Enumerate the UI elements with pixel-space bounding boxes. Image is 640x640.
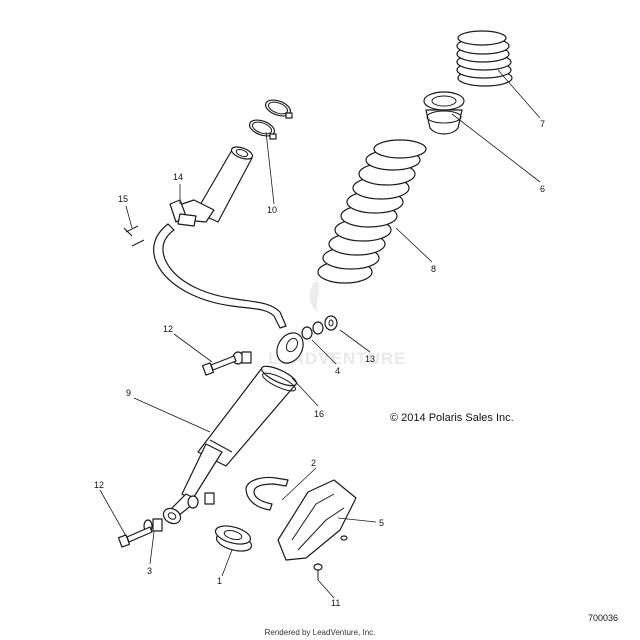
callout-14: 14 — [173, 172, 183, 182]
callout-10: 10 — [267, 205, 277, 215]
callout-13: 13 — [365, 354, 375, 364]
shock-guard — [277, 479, 357, 561]
callout-6: 6 — [540, 184, 545, 194]
hose-clamps — [248, 99, 293, 140]
watermark-flame-icon — [309, 282, 320, 312]
washers-bushings — [143, 315, 338, 533]
callout-1: 1 — [217, 576, 222, 586]
spring-adapter — [423, 91, 465, 135]
retainer-clip — [245, 476, 289, 511]
leadventure-watermark: LEADVENTURE — [268, 349, 407, 368]
callout-8: 8 — [431, 264, 436, 274]
reservoir-hose — [153, 223, 287, 329]
render-credit: Rendered by LeadVenture, Inc. — [264, 628, 376, 637]
callout-3: 3 — [147, 566, 152, 576]
callout-11: 11 — [331, 598, 340, 608]
copyright-notice: © 2014 Polaris Sales Inc. — [390, 412, 514, 424]
callout-7: 7 — [540, 119, 545, 129]
guard-screw — [313, 563, 323, 580]
remote-reservoir — [175, 146, 254, 223]
callout-4: 4 — [335, 366, 340, 376]
callout-15: 15 — [118, 194, 128, 204]
mounting-bolts — [117, 355, 237, 548]
clamp-screws — [123, 225, 145, 247]
callout-12-lower: 12 — [94, 480, 104, 490]
callout-2: 2 — [311, 458, 316, 468]
callout-16: 16 — [314, 409, 324, 419]
lower-spring-seat — [214, 525, 253, 552]
callout-12-upper: 12 — [163, 324, 173, 334]
main-spring — [317, 139, 427, 284]
leader-lines — [99, 69, 541, 599]
callout-9: 9 — [126, 388, 131, 398]
callout-5: 5 — [379, 518, 384, 528]
diagram-id: 700036 — [588, 613, 619, 623]
upper-spring — [456, 30, 513, 87]
reservoir-clamp — [169, 199, 197, 227]
